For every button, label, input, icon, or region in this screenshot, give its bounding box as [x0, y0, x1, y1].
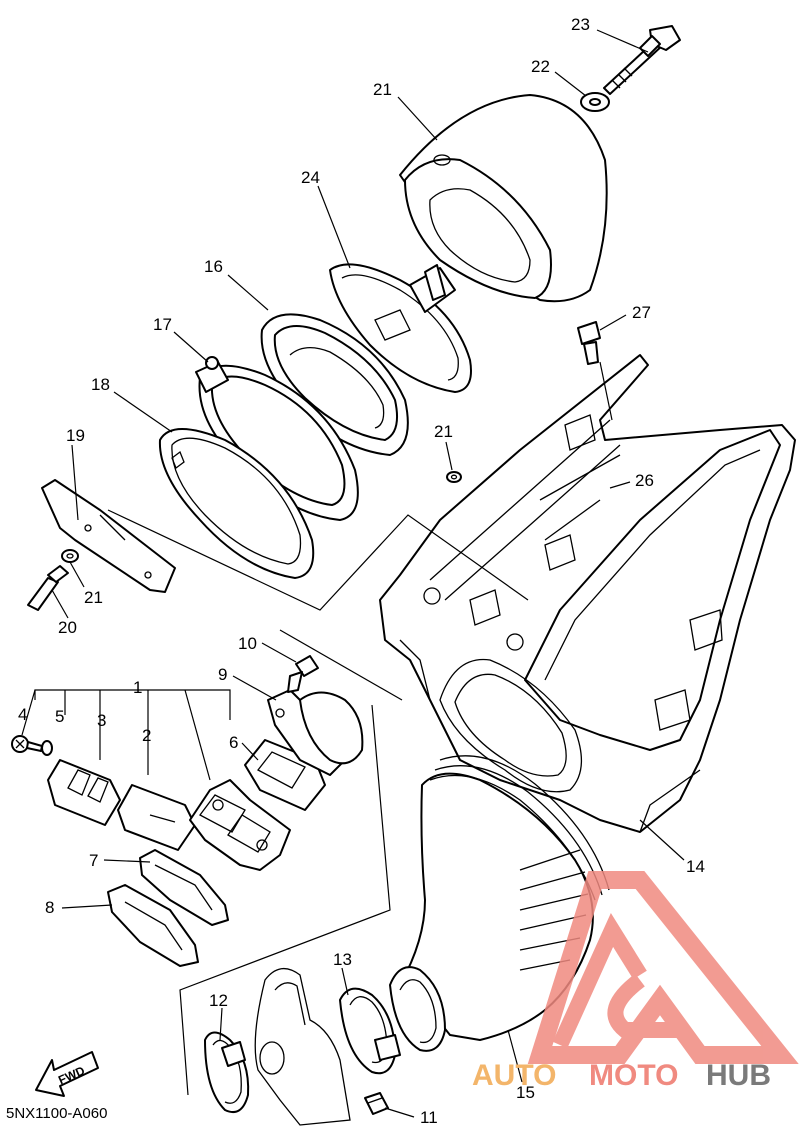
callout-26: 26: [635, 471, 654, 490]
part-14-filter-case: [379, 354, 796, 833]
callout-19: 19: [66, 426, 85, 445]
callout-9: 9: [218, 665, 227, 684]
part-12-clamp: [204, 1031, 250, 1114]
callout-25: 24: [301, 168, 320, 187]
callout-18: 18: [91, 375, 110, 394]
part-16-joint: [260, 313, 409, 456]
part-13-clamp-band: [339, 987, 401, 1075]
callout-6: 6: [229, 733, 238, 752]
callout-20: 20: [58, 618, 77, 637]
part-18-joint-ring: [158, 428, 315, 579]
watermark-text-hub: HUB: [706, 1059, 771, 1092]
callout-3: 3: [97, 711, 106, 730]
callout-5: 5: [55, 707, 64, 726]
reed-valve-body: [189, 779, 291, 871]
part-21-washer-left: [61, 549, 79, 563]
part-27-bolt: [577, 321, 601, 365]
part-2-reed-plate: [117, 784, 196, 851]
callout-12: 12: [209, 991, 228, 1010]
callout-1: 1: [133, 678, 142, 697]
leader-lines: [51, 29, 685, 1118]
part-10-bolt: [287, 655, 319, 693]
callout-2: 2: [142, 726, 151, 745]
part-9-joint: [267, 689, 364, 776]
callout-labels: 23 22 21 24 16 17 18 19 21 20 21 27 26 1…: [18, 15, 705, 1127]
carburetor-reference: [254, 968, 351, 1126]
part-21-washer-right: [446, 471, 462, 483]
callout-10: 10: [238, 634, 257, 653]
group-box-left: [107, 509, 529, 611]
group-box-connector: [279, 629, 403, 701]
part-24-wing-bolt: [603, 25, 681, 95]
part-11-clip: [364, 1092, 389, 1115]
callout-21-right: 21: [434, 422, 453, 441]
callout-22: 21: [373, 80, 392, 99]
callout-21-left: 21: [84, 588, 103, 607]
callout-7: 7: [89, 851, 98, 870]
part-23-washer: [580, 92, 610, 112]
diagram-code: 5NX1100-A060: [6, 1105, 108, 1122]
callout-4: 4: [18, 705, 27, 724]
part-8-gasket: [107, 884, 199, 967]
group-bracket-1: [21, 689, 231, 781]
callout-16: 16: [204, 257, 223, 276]
watermark-text-moto: MOTO: [589, 1059, 678, 1092]
callout-17: 17: [153, 315, 172, 334]
part-20-screw: [27, 565, 69, 611]
automotohub-watermark-logo: [527, 871, 799, 1064]
part-25-filter-guide: [329, 263, 472, 393]
part-17-clamp: [195, 356, 359, 521]
callout-23: 22: [531, 57, 550, 76]
group-box-lower: [179, 704, 391, 1096]
part-5-washer: [41, 740, 53, 756]
part-3-reed-plate: [47, 759, 121, 826]
part-4-screw: [11, 735, 43, 753]
callout-11: 11: [420, 1108, 438, 1127]
fwd-arrow: FWD: [35, 1051, 99, 1097]
part-7-gasket: [139, 849, 229, 926]
callout-15: 15: [516, 1083, 535, 1102]
watermark-text-auto: AUTO: [472, 1059, 556, 1092]
part-19-plate: [41, 479, 176, 593]
part-15-intake-joint: [389, 755, 610, 1052]
callout-8: 8: [45, 898, 54, 917]
callout-27: 27: [632, 303, 651, 322]
callout-24: 23: [571, 15, 590, 34]
part-22-air-filter: [399, 94, 608, 303]
callout-14: 14: [686, 857, 705, 876]
callout-13: 13: [333, 950, 352, 969]
